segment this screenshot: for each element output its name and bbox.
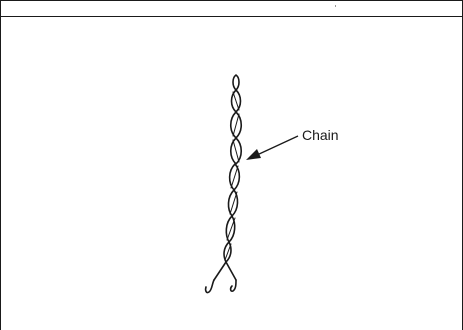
header-divider bbox=[0, 16, 463, 17]
chain-leg-left bbox=[213, 261, 227, 281]
callout-arrow bbox=[246, 135, 299, 160]
chain bbox=[204, 74, 243, 294]
chain-top-loop bbox=[232, 74, 240, 91]
chain-twist bbox=[224, 91, 240, 261]
hook-right bbox=[229, 279, 237, 292]
hook-left bbox=[204, 279, 215, 294]
chain-label: Chain bbox=[302, 127, 339, 143]
header-mark bbox=[335, 5, 336, 7]
chain-leg-right bbox=[225, 261, 237, 281]
